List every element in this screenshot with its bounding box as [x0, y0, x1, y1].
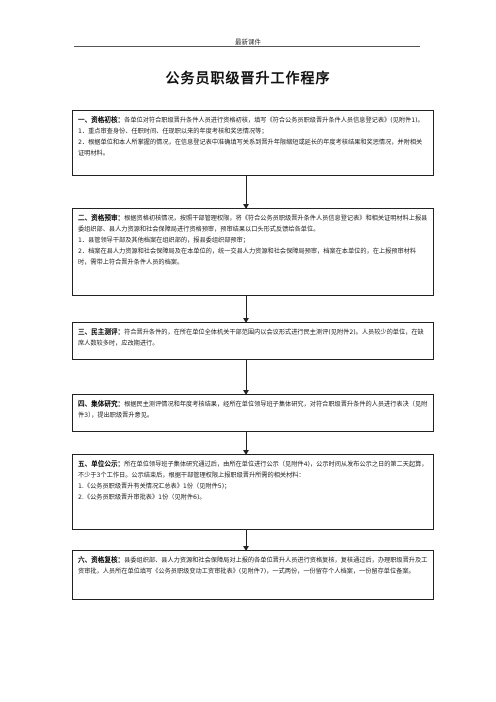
flow-arrow: [243, 360, 249, 395]
step-heading: 五、单位公示：: [78, 460, 125, 468]
flow-arrow: [243, 176, 249, 209]
flow-arrow: [243, 530, 249, 551]
step-lead: 各单位对符合职级晋升条件人员进行资格初核，填写《符合公务员职级晋升条件人员信息登…: [124, 117, 424, 124]
step-item: 1．县管领导干部及其他档案在组织部的，报县委组织部预审；: [78, 237, 249, 244]
step-collective-study: 四、集体研究：根据民主测评情况和年度考核结果，经所在单位领导班子集体研究，对符合…: [72, 394, 434, 432]
step-heading: 四、集体研究：: [78, 400, 125, 408]
step-unit-publicity: 五、单位公示：所在单位领导班子集体研究通过后，由所在单位进行公示（见附件4)，公…: [72, 454, 434, 530]
step-heading: 六、资格复核：: [78, 556, 125, 564]
header-divider: [74, 46, 420, 47]
step-heading: 三、民主测评：: [78, 328, 125, 336]
step-qualification-review: 六、资格复核：县委组织部、县人力资源和社会保障局对上报的各单位晋升人员进行资格复…: [72, 550, 434, 600]
step-lead: 所在单位领导班子集体研究通过后，由所在单位进行公示（见附件4)，公示时间从发布公…: [78, 461, 428, 479]
flow-arrow: [243, 296, 249, 323]
step-lead: 县委组织部、县人力资源和社会保障局对上报的各单位晋升人员进行资格复核，复核通过后…: [78, 557, 428, 575]
document-title: 公务员职级晋升工作程序: [165, 71, 331, 87]
step-qualification-initial-check: 一、资格初核：各单位对符合职级晋升条件人员进行资格初核，填写《符合公务员职级晋升…: [72, 110, 434, 176]
page-header: 最新课件: [235, 38, 261, 46]
step-democratic-evaluation: 三、民主测评：符合晋升条件的，在所在单位全体机关干部范围内以会议形式进行民主测评…: [72, 322, 434, 360]
step-heading: 二、资格预审：: [78, 214, 125, 222]
step-item: 2．档案在县人力资源和社会保障局及在本单位的，统一交县人力资源和社会保障局预审，…: [78, 248, 417, 266]
step-item: 1．重点审查身份、任职时间、任现职以来的年度考核和奖惩情况等；: [78, 128, 268, 135]
step-item: 2．根据单位和本人所掌握的情况，在信息登记表中准确填写关系到晋升年限缩短或延长的…: [78, 139, 423, 157]
flow-arrow: [243, 432, 249, 455]
step-item: 2.《公务员职级晋升审批表》1份（见附件6)。: [78, 494, 206, 501]
step-heading: 一、资格初核：: [78, 116, 125, 124]
step-lead: 根据民主测评情况和年度考核结果，经所在单位领导班子集体研究，对符合职级晋升条件的…: [78, 401, 428, 419]
step-lead: 符合晋升条件的，在所在单位全体机关干部范围内以会议形式进行民主测评(见附件2)。…: [78, 329, 424, 347]
step-item: 1.《公务员职级晋升有关情况汇总表》1份（见附件5)；: [78, 483, 231, 490]
step-lead: 根据资格初核情况，按照干部管理权限，将《符合公务员职级晋升条件人员信息登记表》和…: [78, 215, 428, 233]
step-qualification-pre-review: 二、资格预审：根据资格初核情况，按照干部管理权限，将《符合公务员职级晋升条件人员…: [72, 208, 434, 296]
